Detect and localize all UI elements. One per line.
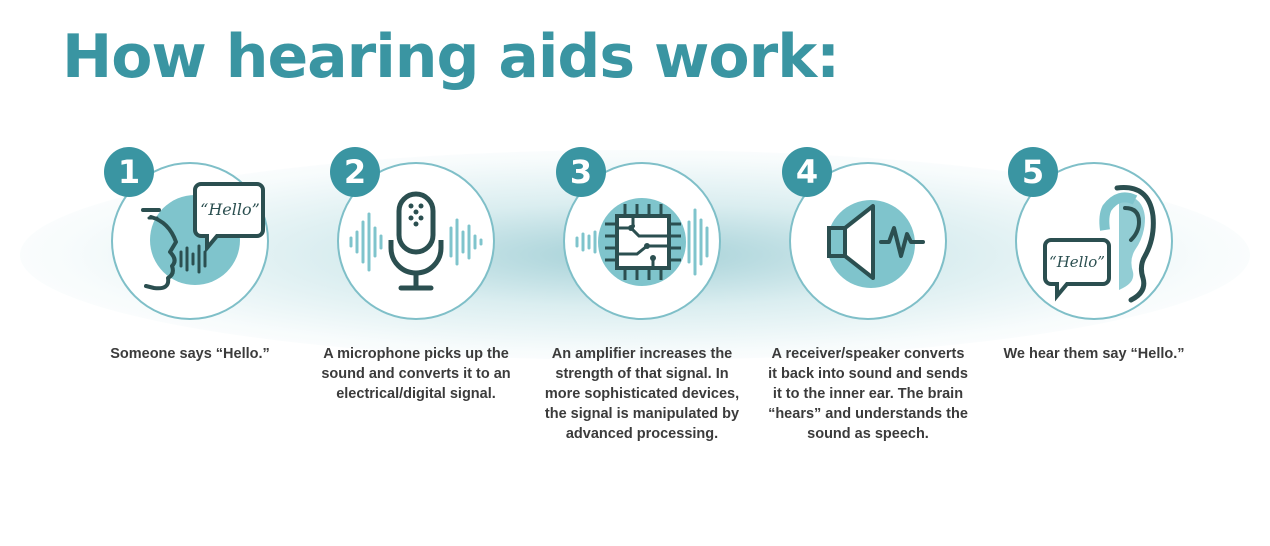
step-number-badge: 3 bbox=[556, 147, 606, 197]
step-description: A microphone picks up the sound and conv… bbox=[321, 346, 511, 402]
step-number-badge: 5 bbox=[1008, 147, 1058, 197]
step-description: A receiver/speaker converts it back into… bbox=[768, 346, 968, 442]
step-number-badge: 1 bbox=[104, 147, 154, 197]
step-number-badge: 4 bbox=[782, 147, 832, 197]
step-1: 1 “Hello” Someone says “Hello.” bbox=[70, 142, 310, 502]
speech-bubble-text: “Hello” bbox=[1049, 253, 1105, 271]
speech-bubble-text: “Hello” bbox=[200, 200, 260, 219]
step-description: An amplifier increases the strength of t… bbox=[544, 346, 740, 442]
step-5: 5 “Hello” We hear them say “Hello.” bbox=[974, 142, 1214, 502]
step-number-badge: 2 bbox=[330, 147, 380, 197]
speaker-icon bbox=[789, 162, 947, 320]
step-4: 4 A receiver/speaker converts it back in… bbox=[748, 142, 988, 502]
speaking-face-icon: “Hello” bbox=[111, 162, 269, 320]
step-description: Someone says “Hello.” bbox=[110, 346, 270, 362]
microphone-icon bbox=[337, 162, 495, 320]
ear-icon: “Hello” bbox=[1015, 162, 1173, 320]
page-title: How hearing aids work: bbox=[62, 22, 840, 92]
amplifier-chip-icon bbox=[563, 162, 721, 320]
step-2: 2 A microphone picks up the sound and co… bbox=[296, 142, 536, 502]
step-3: 3 An amplifier increas bbox=[522, 142, 762, 502]
step-description: We hear them say “Hello.” bbox=[1003, 346, 1185, 362]
